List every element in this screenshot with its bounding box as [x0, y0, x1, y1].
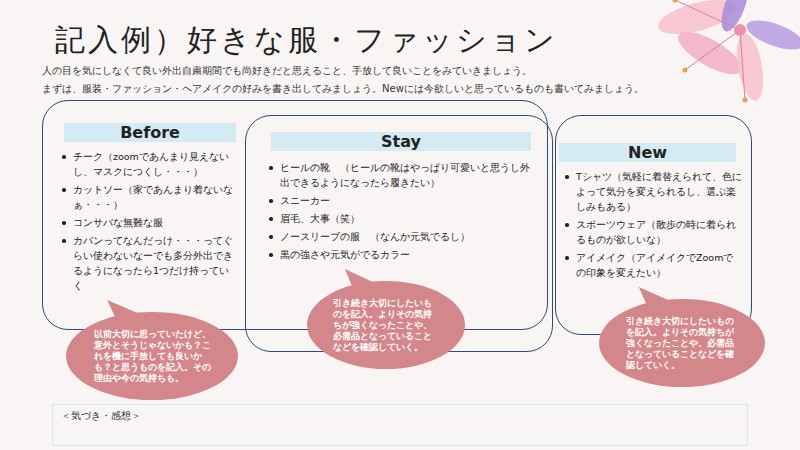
bullet-item: チーク（zoomであんまり見えないし、マスクにつくし・・・） — [59, 149, 235, 179]
bullet-item: 眉毛、大事（笑） — [266, 211, 532, 226]
bubble-text: 引き続き大切にしたいものを記入。よりその気持ちが強くなったことや、必需品となって… — [333, 298, 440, 353]
bullet-item: カットソー（家であんまり着ないなぁ・・・） — [59, 182, 235, 212]
category-heading: Stay — [271, 132, 531, 151]
bullet-dot — [62, 155, 66, 159]
bullet-item: アイメイク（アイメイクでZoomでの印象を変えたい） — [562, 250, 742, 280]
slide-title: 記入例）好きな服・ファッション — [55, 20, 558, 61]
intro-text: 人の目を気にしなくて良い外出自粛期間でも尚好きだと思えること、手放して良いことを… — [42, 64, 532, 78]
stamen-dot — [743, 98, 748, 103]
bullet-item: 黒の強さや元気がでるカラー — [266, 247, 532, 262]
category-heading: Before — [64, 123, 236, 142]
bullet-dot — [62, 188, 66, 192]
speech-bubble: 引き続き大切にしたいものを記入。よりその気持ちが強くなったことや、必需品となって… — [599, 299, 765, 387]
stamen-dot — [683, 68, 688, 73]
bubble-ellipse — [307, 281, 465, 369]
petal — [672, 24, 747, 83]
bullet-list: Tシャツ（気軽に着替えられて、色によって気分を変えられるし、選ぶ楽しみもある）ス… — [562, 169, 742, 283]
bullet-dot — [269, 199, 273, 203]
intro-text: まずは、服装・ファッション・ヘアメイクの好みを書き出してみましょう。Newには今… — [42, 82, 644, 96]
bullet-dot — [269, 235, 273, 239]
bubble-ellipse — [599, 299, 765, 387]
petal — [732, 31, 767, 102]
bullet-item: コンサバな無難な服 — [59, 215, 235, 230]
speech-bubble: 以前大切に思っていたけど、意外とそうじゃないかも？これを機に手放しても良いかも？… — [66, 312, 238, 400]
bullet-list: チーク（zoomであんまり見えないし、マスクにつくし・・・）カットソー（家であん… — [59, 149, 235, 296]
speech-bubble: 引き続き大切にしたいものを記入。よりその気持ちが強くなったことや、必需品となって… — [307, 281, 465, 369]
bullet-item: ノースリーブの服 （なんか元気でるし） — [266, 229, 532, 244]
notes-heading: ＜気づき・感想＞ — [61, 409, 141, 423]
bullet-item: ヒールの靴 （ヒールの靴はやっぱり可愛いと思うし外出できるようになったら履きたい… — [266, 160, 532, 190]
bubble-ellipse — [66, 312, 238, 400]
bullet-dot — [269, 217, 273, 221]
bubble-text: 以前大切に思っていたけど、意外とそうじゃないかも？これを機に手放しても良いかも？… — [94, 329, 211, 384]
flower — [655, 0, 800, 103]
bullet-dot — [62, 239, 66, 243]
notes-box: ＜気づき・感想＞ — [52, 404, 748, 446]
bullet-item: カバンってなんだっけ・・・ってぐらい使わないなーでも多分外出できるようになったら… — [59, 233, 235, 293]
bullet-dot — [269, 166, 273, 170]
bullet-list: ヒールの靴 （ヒールの靴はやっぱり可愛いと思うし外出できるようになったら履きたい… — [266, 160, 532, 265]
petal — [743, 14, 800, 55]
bubble-text: 引き続き大切にしたいものを記入。よりその気持ちが強くなったことや、必需品となって… — [626, 316, 739, 371]
flower-center — [734, 24, 746, 36]
bullet-dot — [565, 256, 569, 260]
category-heading: New — [559, 143, 736, 162]
bullet-dot — [565, 175, 569, 179]
bullet-dot — [565, 223, 569, 227]
stamen — [675, 0, 745, 100]
stamen-dot — [673, 0, 678, 3]
bullet-item: スポーツウェア（散歩の時に着られるものが欲しいな） — [562, 217, 742, 247]
bullet-item: Tシャツ（気軽に着替えられて、色によって気分を変えられるし、選ぶ楽しみもある） — [562, 169, 742, 214]
bullet-dot — [269, 253, 273, 257]
bullet-dot — [62, 221, 66, 225]
bullet-item: スニーカー — [266, 193, 532, 208]
